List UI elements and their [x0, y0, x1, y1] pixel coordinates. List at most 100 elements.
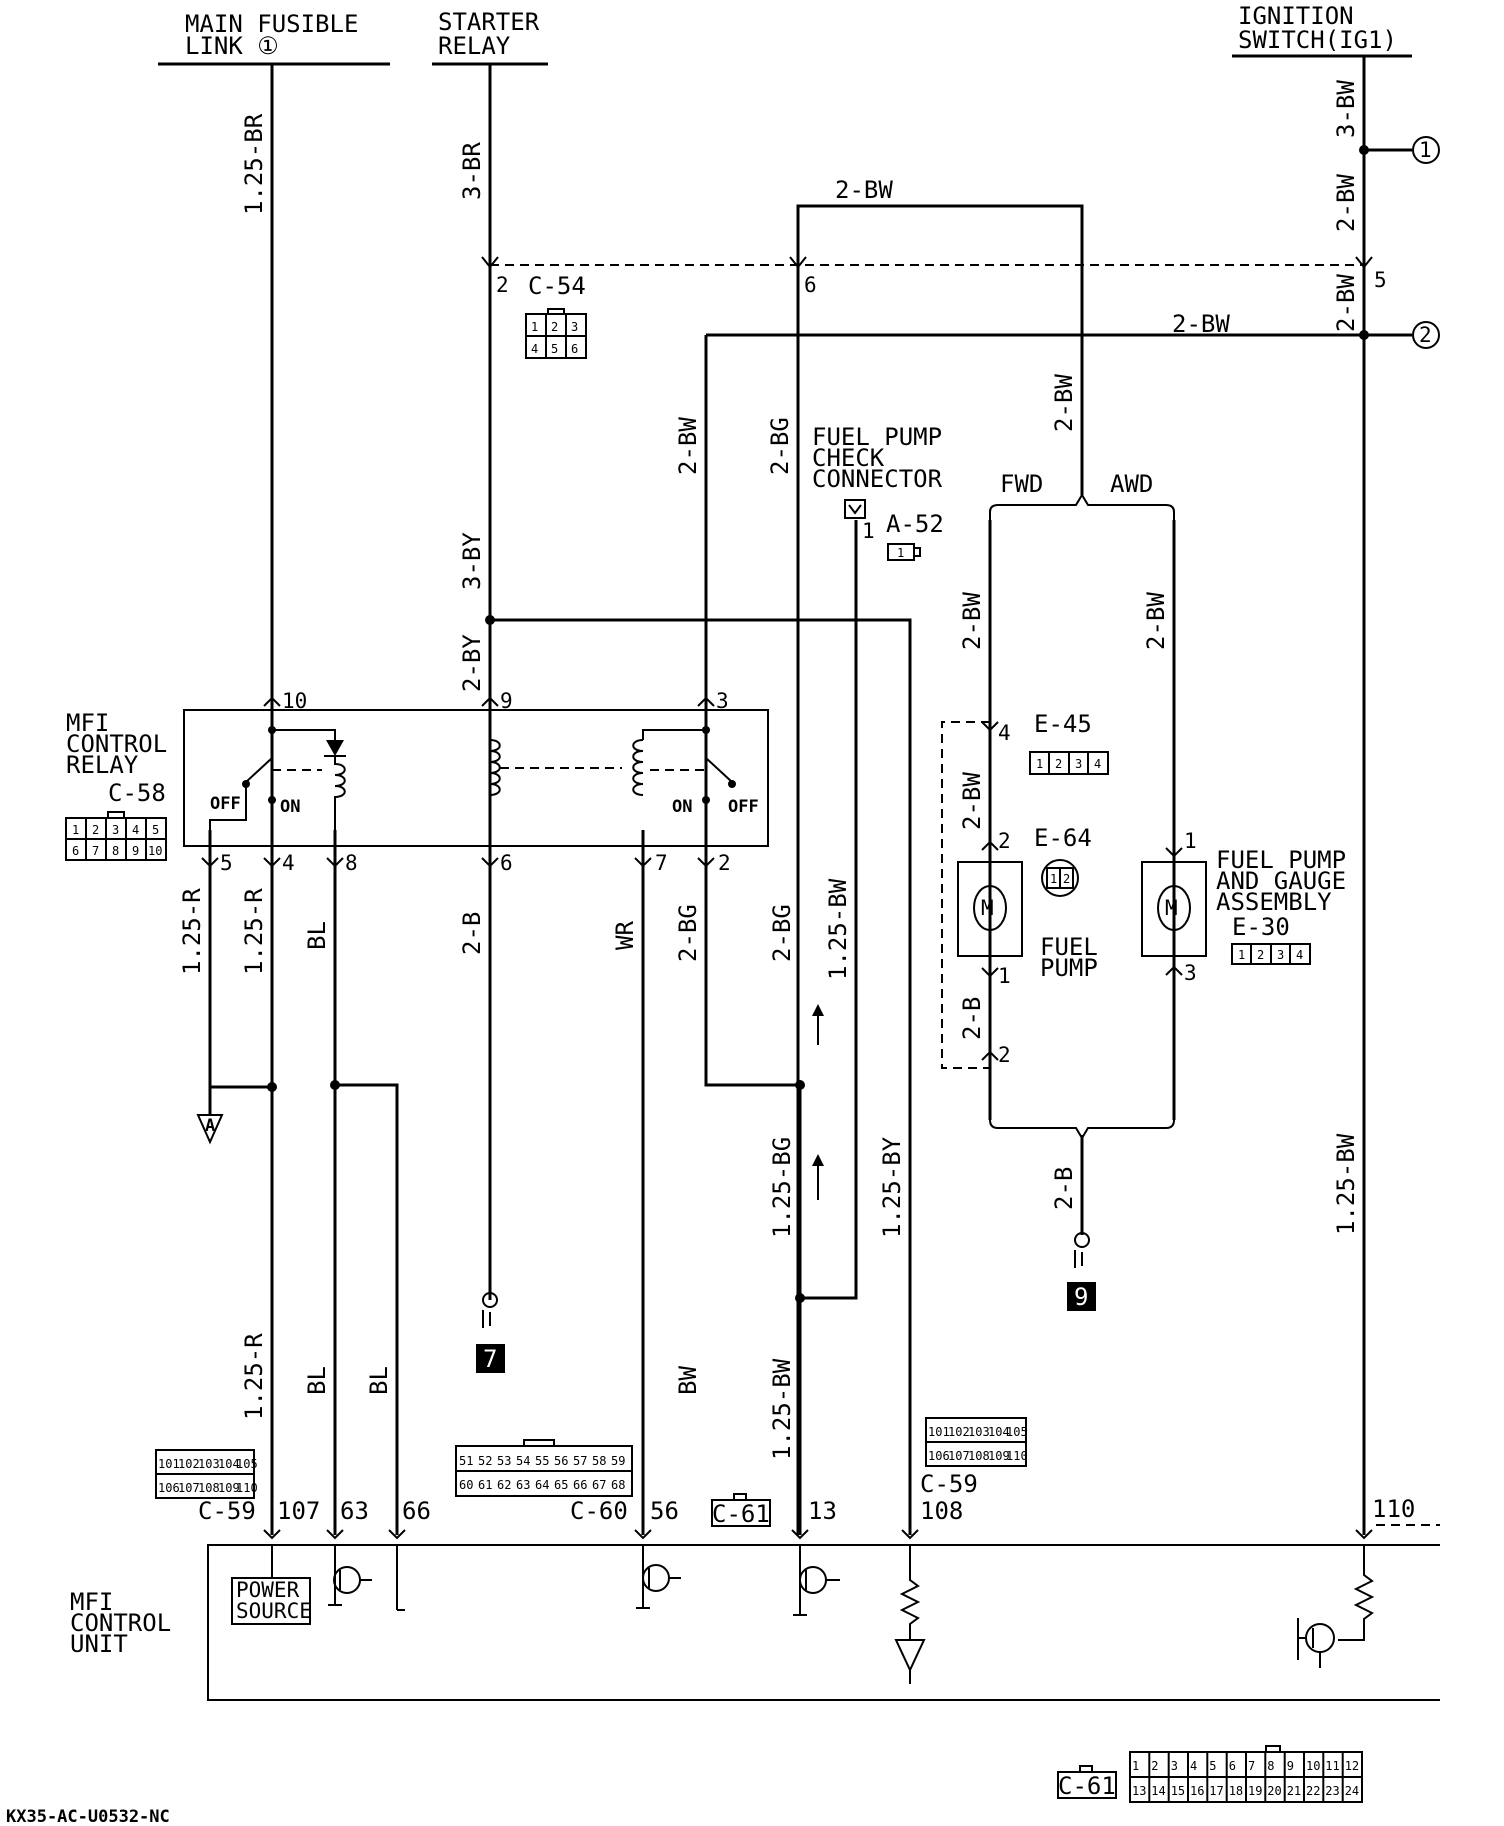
pin-e64-ground-2: 2: [998, 1043, 1011, 1067]
pin-relay-5: 5: [220, 851, 233, 875]
c61-pin-1: 1: [1132, 1759, 1139, 1773]
c59r-pin-108: 108: [968, 1449, 990, 1463]
c60-pin-52: 52: [478, 1454, 492, 1468]
c59l-pin-102: 102: [178, 1457, 200, 1471]
c60-pin-57: 57: [573, 1454, 587, 1468]
connector-c58-face: 1 2 3 4 5 6 7 8 9 10: [65, 811, 167, 861]
c60-pin-65: 65: [554, 1478, 568, 1492]
connector-c59-right-label: C-59: [920, 1470, 978, 1498]
pin-relay-4: 4: [282, 851, 295, 875]
connector-c59-right-face: 101 102 103 104 105 106 107 108 109 110: [925, 1417, 1028, 1467]
e30-pin-2: 2: [1257, 948, 1264, 962]
starter-relay-label-1: STARTER: [438, 8, 540, 36]
mfi-control-unit: MFI CONTROL UNIT POWER SOURCE: [70, 1544, 1440, 1701]
wire-label-1-25-r-low: 1.25-R: [240, 1333, 268, 1420]
fuel-pump-motor-symbol: M: [981, 896, 994, 920]
label-fwd: FWD: [1000, 470, 1043, 498]
relay-off-right: OFF: [728, 797, 759, 817]
connector-e64-face: 1 2: [1041, 859, 1079, 897]
wire-label-2-bg-2: 2-BG: [674, 904, 702, 962]
connector-c61-mid-label: C-61: [712, 1500, 770, 1528]
c61-pin-12: 12: [1345, 1759, 1359, 1773]
connector-c61-mid: C-61: [711, 1493, 771, 1528]
connector-c61-bottom-label: C-61: [1058, 1772, 1116, 1800]
connector-e64-label: E-64: [1034, 824, 1092, 852]
c59r-pin-104: 104: [988, 1425, 1010, 1439]
resistor-110: [1297, 1545, 1375, 1668]
wire-label-1-25-r-5: 1.25-R: [178, 888, 206, 975]
wire-label-2-bg-6: 2-BG: [766, 417, 794, 475]
c58-pin-9: 9: [132, 844, 139, 858]
connector-arrows: [201, 256, 1373, 1540]
fpga-label-3: ASSEMBLY: [1216, 888, 1332, 916]
header-starter-relay: STARTER RELAY: [432, 8, 548, 66]
pin-e30-1: 1: [1184, 829, 1197, 853]
c61-pin-23: 23: [1325, 1784, 1339, 1798]
check-connector-terminal: [844, 499, 866, 519]
connector-e30-label: E-30: [1232, 913, 1290, 941]
fpga-label-2: AND GAUGE: [1216, 867, 1346, 895]
ignition-switch-label-1: IGNITION: [1238, 2, 1354, 30]
c54-pin-2: 2: [551, 320, 558, 334]
c58-pin-2: 2: [92, 823, 99, 837]
fpga-housing: [1141, 861, 1207, 957]
fuel-pump-label-1: FUEL: [1040, 933, 1098, 961]
pin-ecu-56: 56: [650, 1497, 679, 1525]
wire-2bw-top-loop: [796, 204, 1084, 1535]
c59l-pin-107: 107: [178, 1481, 200, 1495]
c59l-pin-110: 110: [236, 1481, 258, 1495]
reference-2: 2: [1412, 321, 1440, 349]
c61-pin-14: 14: [1151, 1784, 1165, 1798]
ground-7: 7: [476, 1292, 505, 1373]
e45-pin-2: 2: [1055, 757, 1062, 771]
wire-label-1-25-br: 1.25-BR: [240, 113, 268, 215]
connector-e45-label: E-45: [1034, 710, 1092, 738]
wire-label-2-bw-ign: 2-BW: [1332, 174, 1360, 232]
e30-pin-4: 4: [1296, 948, 1303, 962]
wire-label-1-25-bw-low: 1.25-BW: [768, 1358, 796, 1460]
c58-pin-10: 10: [148, 844, 162, 858]
pin-e64-1: 1: [998, 964, 1011, 988]
c59r-pin-110: 110: [1006, 1449, 1028, 1463]
c60-pin-67: 67: [592, 1478, 606, 1492]
pin-ecu-110: 110: [1372, 1495, 1415, 1523]
c58-pin-1: 1: [72, 823, 79, 837]
relay-coil-middle: [489, 729, 706, 796]
svg-text:1: 1: [897, 546, 904, 560]
c60-pin-66: 66: [573, 1478, 587, 1492]
c58-pin-8: 8: [112, 844, 119, 858]
wire-label-1-25-bg: 1.25-BG: [768, 1137, 796, 1238]
fuel-pump-housing: [957, 861, 1023, 957]
c60-pin-54: 54: [516, 1454, 530, 1468]
c54-pin-6: 6: [571, 342, 578, 356]
c60-pin-58: 58: [592, 1454, 606, 1468]
fuel-pump-fwd: 2 E-64 1 2 M 1 FUEL PUMP 2: [957, 824, 1098, 1067]
label-awd: AWD: [1110, 470, 1153, 498]
pin-a52-1: 1: [862, 519, 875, 543]
transistor-63: [328, 1545, 372, 1606]
transistor-56: [636, 1545, 681, 1609]
c58-pin-4: 4: [132, 823, 139, 837]
fpc-label-3: CONNECTOR: [812, 465, 943, 493]
ground-a: A: [196, 1114, 224, 1145]
fwd-awd-bracket-bottom: [989, 1108, 1175, 1140]
wire-labels: 1.25-BR 3-BR 3-BW 2-BW 2-BW 2-BW 2-BW 2-…: [178, 80, 1360, 1460]
c61-pin-11: 11: [1325, 1759, 1339, 1773]
c61-pin-9: 9: [1287, 1759, 1294, 1773]
c60-pin-51: 51: [459, 1454, 473, 1468]
wire-label-2-bw-e45: 2-BW: [958, 772, 986, 830]
resistor-108: [894, 1545, 926, 1684]
wire-label-2-b-pump: 2-B: [958, 997, 986, 1040]
c60-pin-55: 55: [535, 1454, 549, 1468]
wire-bl-66: [335, 1083, 399, 1535]
c54-pin-3: 3: [571, 320, 578, 334]
c61-pin-2: 2: [1151, 1759, 1158, 1773]
connector-a52-face: 1: [887, 543, 921, 561]
c60-pin-68: 68: [611, 1478, 625, 1492]
c59r-pin-107: 107: [948, 1449, 970, 1463]
e30-pin-3: 3: [1277, 948, 1284, 962]
c60-pin-60: 60: [459, 1478, 473, 1492]
fuel-pump-check-connector: FUEL PUMP CHECK CONNECTOR 1 A-52 1: [812, 423, 944, 561]
